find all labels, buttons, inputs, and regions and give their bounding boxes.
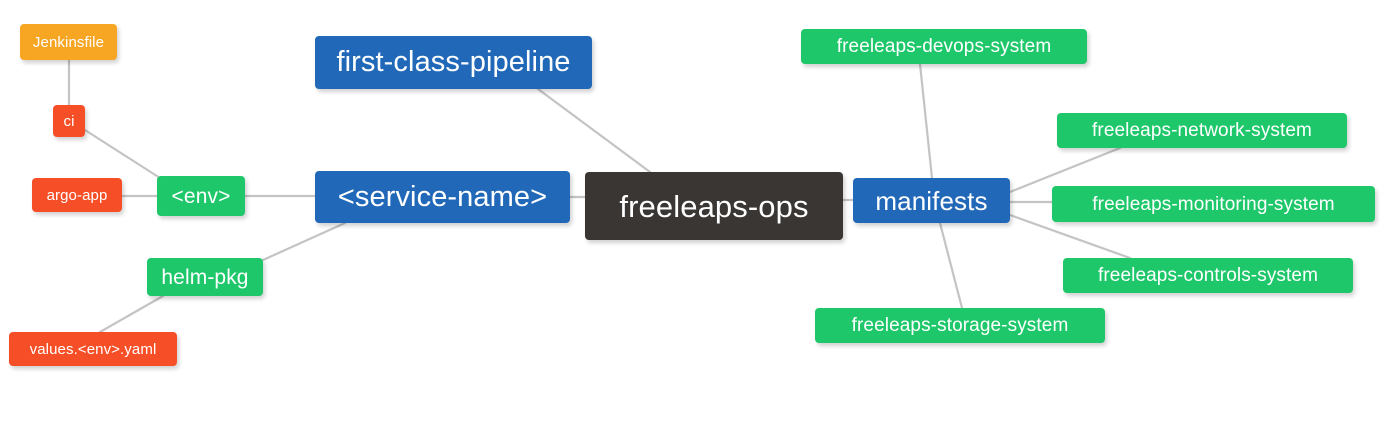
node-label: <env> <box>171 184 231 208</box>
edge-manifests-storage <box>938 221 964 310</box>
node-label: ci <box>63 112 75 130</box>
edge-pipeline-ops <box>536 87 652 174</box>
node-label: argo-app <box>46 186 108 204</box>
node-first-class-pipeline[interactable]: first-class-pipeline <box>315 36 592 89</box>
node-label: freeleaps-ops <box>619 188 809 224</box>
node-label: <service-name> <box>337 180 548 213</box>
node-manifests[interactable]: manifests <box>853 178 1010 223</box>
node-label: freeleaps-controls-system <box>1097 265 1319 286</box>
edge-servicename-helmpkg <box>261 221 347 262</box>
node-label: manifests <box>875 185 988 216</box>
node-label: freeleaps-network-system <box>1092 120 1312 141</box>
node-helm-pkg[interactable]: helm-pkg <box>147 258 263 296</box>
node-argo-app[interactable]: argo-app <box>32 178 122 212</box>
edge-manifests-devops <box>918 62 934 180</box>
node-ci[interactable]: ci <box>53 105 85 137</box>
node-freeleaps-devops-system[interactable]: freeleaps-devops-system <box>801 29 1087 64</box>
node-label: first-class-pipeline <box>336 46 571 78</box>
node-label: helm-pkg <box>161 265 249 289</box>
edge-ci-env <box>83 128 162 180</box>
node-freeleaps-monitoring-system[interactable]: freeleaps-monitoring-system <box>1052 186 1375 222</box>
node-label: Jenkinsfile <box>32 33 105 51</box>
node-freeleaps-network-system[interactable]: freeleaps-network-system <box>1057 113 1347 148</box>
node-env[interactable]: <env> <box>157 176 245 216</box>
node-label: values.<env>.yaml <box>29 340 157 358</box>
node-values-yaml[interactable]: values.<env>.yaml <box>9 332 177 366</box>
node-label: freeleaps-monitoring-system <box>1092 193 1335 215</box>
node-freeleaps-ops[interactable]: freeleaps-ops <box>585 172 843 240</box>
node-label: freeleaps-devops-system <box>836 36 1052 57</box>
node-label: freeleaps-storage-system <box>851 315 1069 336</box>
edge-helmpkg-values <box>98 294 165 334</box>
node-freeleaps-controls-system[interactable]: freeleaps-controls-system <box>1063 258 1353 293</box>
node-freeleaps-storage-system[interactable]: freeleaps-storage-system <box>815 308 1105 343</box>
node-service-name[interactable]: <service-name> <box>315 171 570 223</box>
node-jenkinsfile[interactable]: Jenkinsfile <box>20 24 117 60</box>
